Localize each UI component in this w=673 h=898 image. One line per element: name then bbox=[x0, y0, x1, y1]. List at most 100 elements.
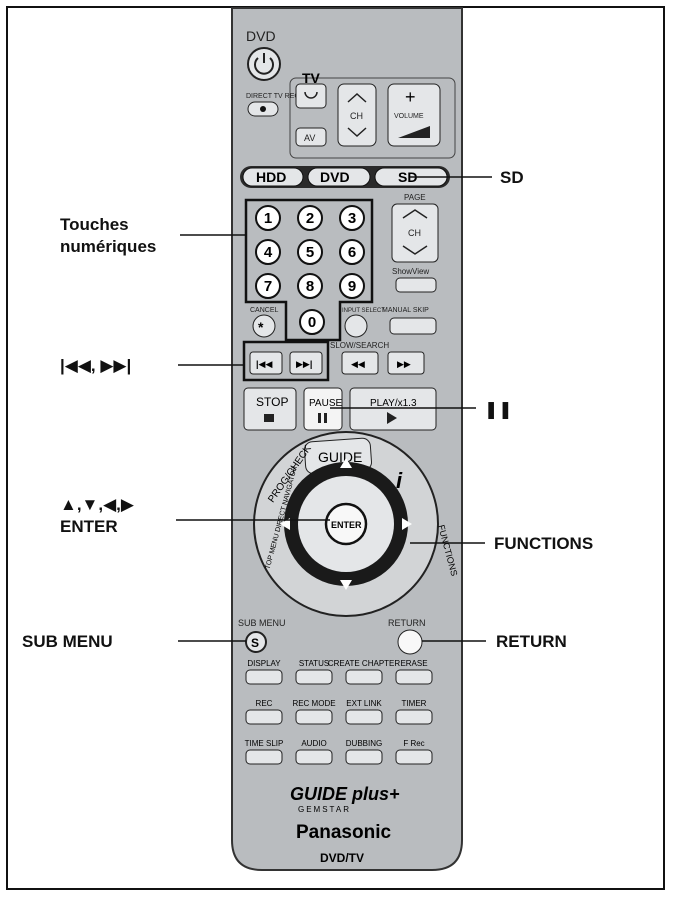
return-button[interactable] bbox=[397, 629, 423, 655]
create-chapter-button[interactable] bbox=[345, 669, 383, 685]
number-key-7[interactable] bbox=[255, 273, 281, 299]
arrow-up-icon bbox=[340, 458, 352, 468]
number-key-label: 4 bbox=[264, 244, 273, 261]
showview-label: ShowView bbox=[392, 267, 429, 276]
tv-group-frame bbox=[289, 77, 456, 159]
number-key-label: 3 bbox=[348, 210, 356, 227]
tv-power-button[interactable] bbox=[295, 83, 327, 109]
number-key-0[interactable] bbox=[299, 309, 325, 335]
av-button[interactable] bbox=[295, 127, 327, 147]
pause-icon-left bbox=[318, 413, 321, 423]
pause-button[interactable] bbox=[303, 387, 343, 431]
stop-icon bbox=[264, 414, 274, 422]
number-key-5[interactable] bbox=[297, 239, 323, 265]
guide-label: GUIDE bbox=[318, 449, 362, 465]
slow-forward-button[interactable] bbox=[387, 351, 425, 375]
manual-skip-label: MANUAL SKIP bbox=[382, 307, 429, 314]
slow-rewind-button[interactable] bbox=[341, 351, 379, 375]
ch-down-icon bbox=[347, 127, 367, 138]
number-key-label: 7 bbox=[264, 278, 272, 295]
dvd-drive-button[interactable] bbox=[307, 167, 371, 187]
skip-back-button[interactable] bbox=[249, 351, 283, 375]
number-key-6[interactable] bbox=[339, 239, 365, 265]
page-label: PAGE bbox=[404, 193, 426, 202]
timer-button-label: TIMER bbox=[402, 699, 427, 708]
hdd-button[interactable] bbox=[242, 167, 304, 187]
arrow-right-icon bbox=[402, 518, 412, 530]
rec-button[interactable] bbox=[245, 709, 283, 725]
ch-up-icon bbox=[347, 92, 367, 103]
ext-link-button[interactable] bbox=[345, 709, 383, 725]
skip-callout: |◀◀, ▶▶| bbox=[60, 356, 131, 375]
rec-button-label: REC bbox=[256, 699, 273, 708]
sd-drive-label: SD bbox=[398, 169, 417, 185]
cancel-button[interactable] bbox=[252, 314, 276, 338]
ch-label: CH bbox=[350, 111, 363, 121]
dubbing-button-label: DUBBING bbox=[346, 739, 382, 748]
functions-callout: FUNCTIONS bbox=[494, 534, 593, 553]
number-key-label: 0 bbox=[308, 314, 316, 331]
ext-link-button-label: EXT LINK bbox=[346, 699, 382, 708]
skip-back-icon: |◀◀ bbox=[256, 359, 272, 369]
number-key-label: 1 bbox=[264, 210, 272, 227]
dubbing-button[interactable] bbox=[345, 749, 383, 765]
status-button[interactable] bbox=[295, 669, 333, 685]
f-rec-button[interactable] bbox=[395, 749, 433, 765]
number-key-2[interactable] bbox=[297, 205, 323, 231]
number-key-9[interactable] bbox=[339, 273, 365, 299]
number-key-1[interactable] bbox=[255, 205, 281, 231]
input-select-label: INPUT SELECT bbox=[342, 308, 385, 314]
number-key-3[interactable] bbox=[339, 205, 365, 231]
asterisk-icon: * bbox=[258, 319, 264, 335]
status-button-label: STATUS bbox=[299, 659, 329, 668]
erase-button-label: ERASE bbox=[400, 659, 427, 668]
panasonic-logo: Panasonic bbox=[296, 822, 391, 843]
model-label: DVD/TV bbox=[320, 851, 364, 865]
arrows-callout-line2: ENTER bbox=[60, 517, 118, 536]
sub-menu-button[interactable] bbox=[245, 631, 267, 653]
number-key-label: 2 bbox=[306, 210, 314, 227]
volume-label: VOLUME bbox=[394, 113, 424, 120]
skip-forward-button[interactable] bbox=[289, 351, 323, 375]
number-key-4[interactable] bbox=[255, 239, 281, 265]
return-callout: RETURN bbox=[496, 632, 567, 651]
number-key-8[interactable] bbox=[297, 273, 323, 299]
av-label: AV bbox=[304, 133, 315, 143]
touches-callout-line2: numériques bbox=[60, 237, 156, 256]
power-icon bbox=[254, 57, 274, 75]
enter-button[interactable] bbox=[324, 502, 368, 546]
rec-mode-button-label: REC MODE bbox=[292, 699, 335, 708]
volume-ramp-icon bbox=[398, 126, 430, 138]
skip-buttons-frame bbox=[242, 340, 330, 382]
page-down-icon bbox=[402, 245, 428, 255]
tv-power-icon bbox=[304, 91, 318, 99]
stop-button[interactable] bbox=[243, 387, 297, 431]
page-ch-label: CH bbox=[408, 228, 421, 238]
play-label: PLAY/x1.3 bbox=[370, 398, 417, 409]
sub-menu-callout: SUB MENU bbox=[22, 632, 113, 651]
tv-ch-rocker[interactable] bbox=[337, 83, 377, 147]
slow-search-label: SLOW/SEARCH bbox=[330, 341, 389, 350]
time-slip-button[interactable] bbox=[245, 749, 283, 765]
manual-skip-button[interactable] bbox=[389, 317, 437, 335]
skip-forward-icon: ▶▶| bbox=[296, 359, 312, 369]
arrow-down-icon bbox=[340, 580, 352, 590]
create-chapter-button-label: CREATE CHAPTER bbox=[328, 659, 401, 668]
input-select-button[interactable] bbox=[344, 314, 368, 338]
display-button[interactable] bbox=[245, 669, 283, 685]
dvd-power-button[interactable] bbox=[247, 47, 281, 81]
play-button[interactable] bbox=[349, 387, 437, 431]
number-key-label: 8 bbox=[306, 278, 314, 295]
dvd-label: DVD bbox=[246, 28, 276, 44]
touches-callout-line1: Touches bbox=[60, 215, 129, 234]
timer-button[interactable] bbox=[395, 709, 433, 725]
volume-plus-icon: + bbox=[405, 87, 416, 107]
erase-button[interactable] bbox=[395, 669, 433, 685]
direct-tv-rec-label: DIRECT TV REC bbox=[246, 93, 299, 100]
rec-mode-button[interactable] bbox=[295, 709, 333, 725]
showview-button[interactable] bbox=[395, 277, 437, 293]
audio-button[interactable] bbox=[295, 749, 333, 765]
